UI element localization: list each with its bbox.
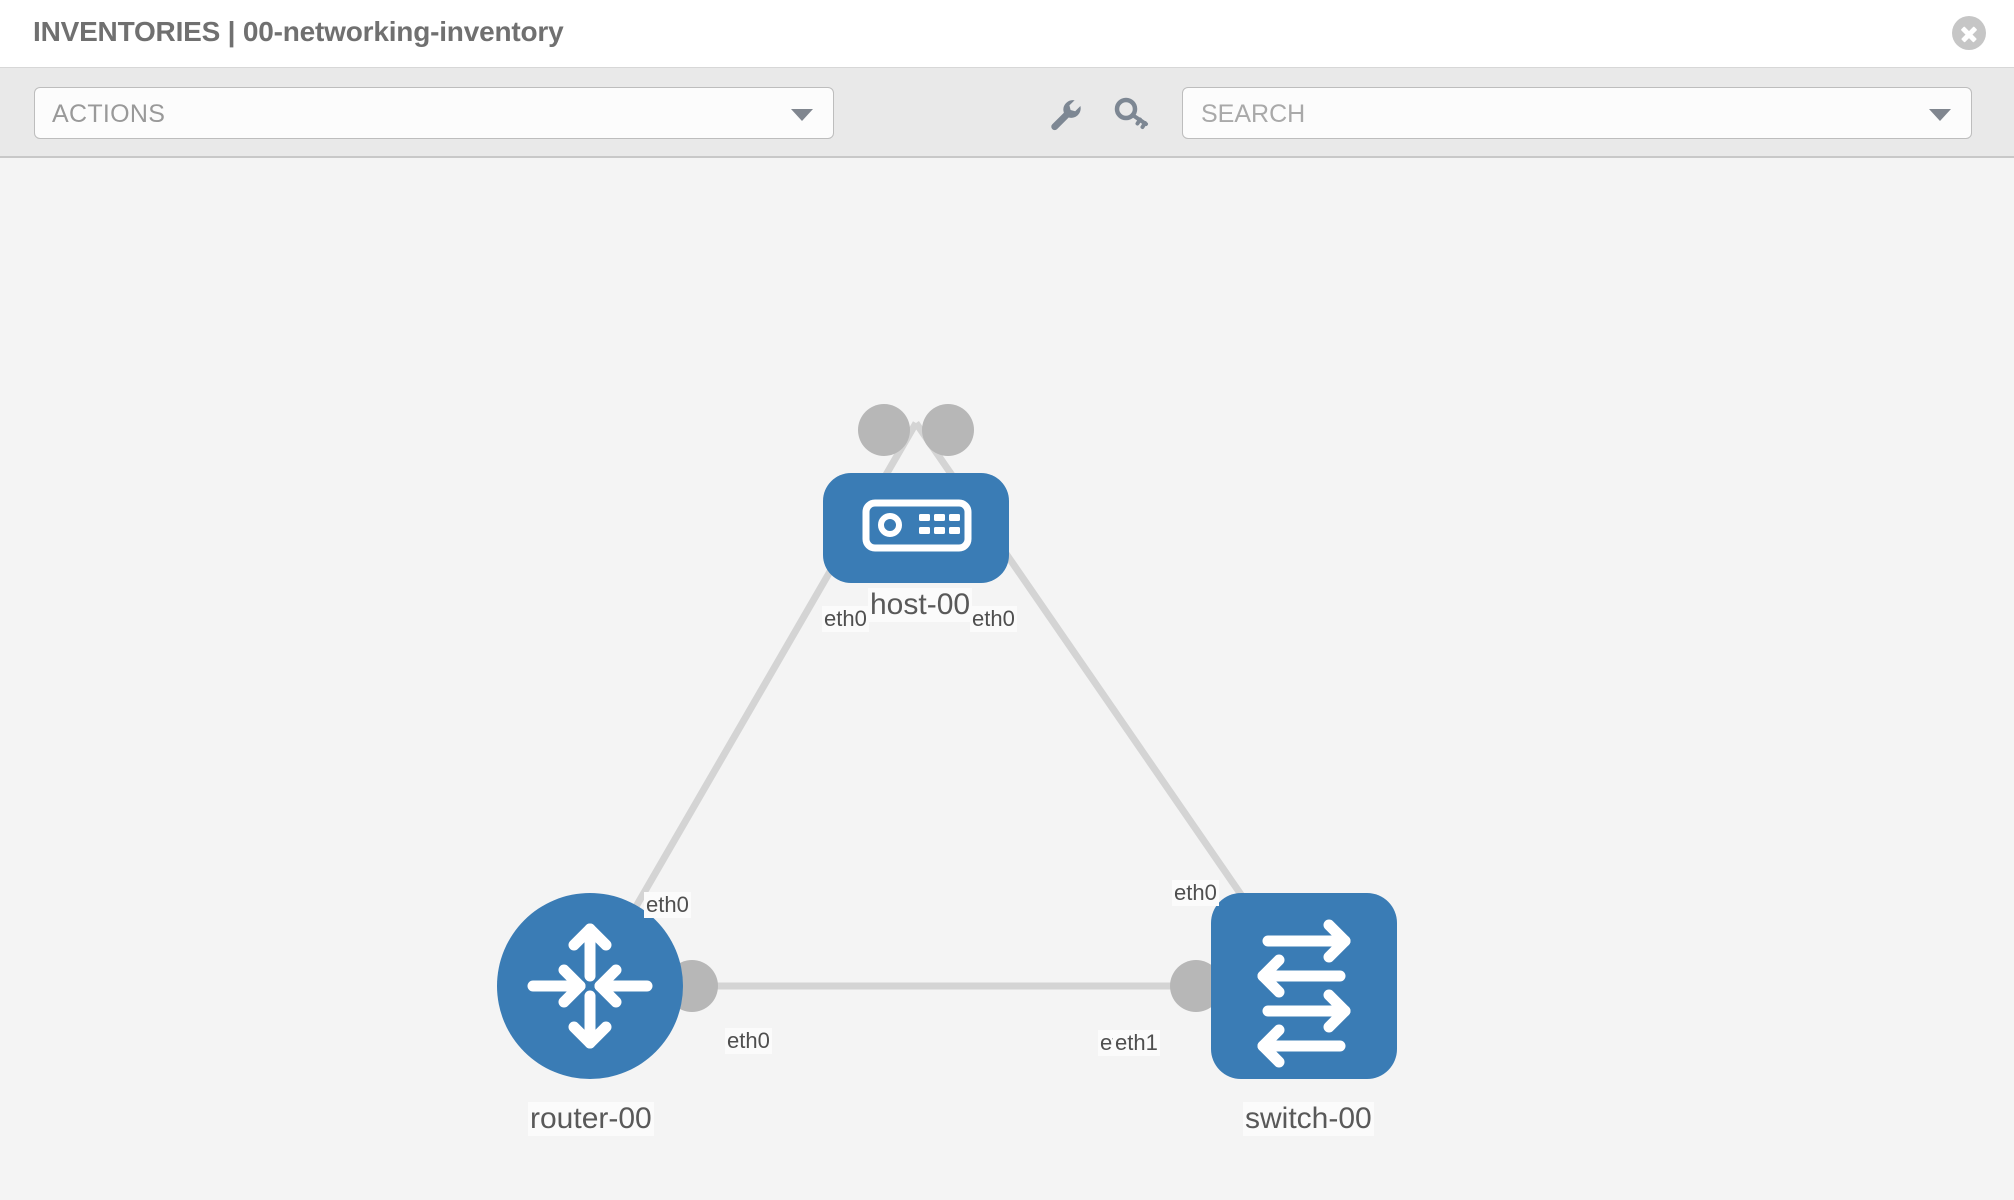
interface-label-switch-left-eth1: eth1 <box>1113 1030 1160 1056</box>
page-header: INVENTORIES | 00-networking-inventory <box>0 0 2014 68</box>
node-label-host-00: host-00 <box>868 588 973 622</box>
actions-dropdown-label: ACTIONS <box>52 100 166 128</box>
wrench-icon[interactable] <box>1045 94 1085 134</box>
search-input[interactable] <box>1199 88 1903 140</box>
chevron-down-icon <box>791 109 813 121</box>
node-label-switch-00: switch-00 <box>1243 1102 1374 1136</box>
port-host-right <box>922 404 974 456</box>
topology-graph <box>497 404 1397 1079</box>
interface-label-router-upper-eth0: eth0 <box>644 892 691 918</box>
node-host-00 <box>823 473 1009 583</box>
node-label-router-00: router-00 <box>528 1102 654 1136</box>
port-host-left <box>858 404 910 456</box>
chevron-down-icon[interactable] <box>1929 109 1951 121</box>
key-icon[interactable] <box>1112 94 1152 134</box>
node-switch-00 <box>1211 893 1397 1079</box>
topology-canvas[interactable]: host-00 router-00 switch-00 eth0 eth0 et… <box>0 158 2014 1200</box>
router-arrows-icon <box>527 923 653 1049</box>
switch-arrows-icon <box>1257 919 1351 1068</box>
interface-label-router-right-eth0: eth0 <box>725 1028 772 1054</box>
interface-label-host-left-eth0: eth0 <box>822 606 869 632</box>
interface-label-host-right-eth0: eth0 <box>970 606 1017 632</box>
page-title: INVENTORIES | 00-networking-inventory <box>33 16 564 47</box>
close-icon[interactable] <box>1952 16 1986 50</box>
search-field[interactable] <box>1182 87 1972 140</box>
node-router-00 <box>497 893 683 1079</box>
actions-dropdown[interactable]: ACTIONS <box>34 87 834 139</box>
port-switch-left <box>1170 960 1222 1012</box>
server-icon <box>862 499 972 552</box>
toolbar: ACTIONS <box>0 68 2014 158</box>
interface-label-switch-upper-eth0: eth0 <box>1172 880 1219 906</box>
